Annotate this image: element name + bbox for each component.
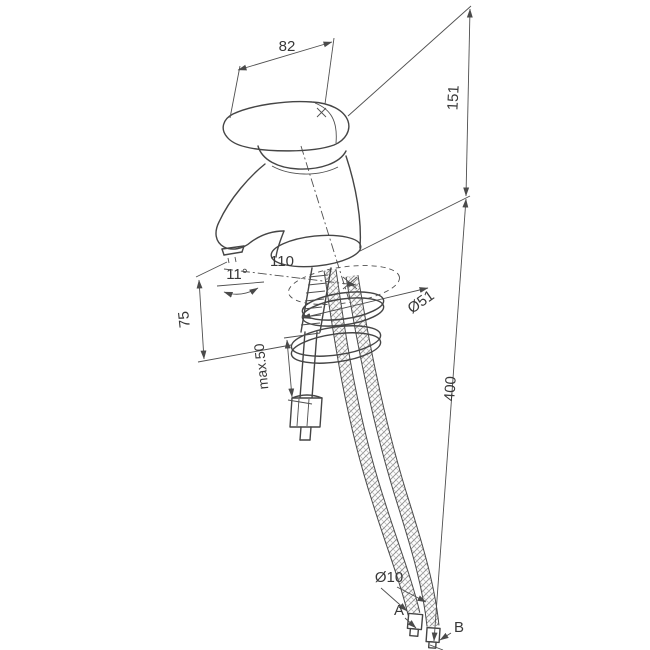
dim-spout-reach-group: 110: [223, 253, 357, 287]
dim-dia10: Ø10: [375, 569, 403, 586]
dim-151: 151: [444, 85, 462, 111]
dim-total-height-group: 151: [347, 5, 473, 253]
dim-spout-angle-group: 11°: [216, 266, 265, 298]
hose-a-braid: [324, 269, 420, 616]
body-centerline: [300, 145, 350, 301]
dim-400: 400: [441, 376, 460, 402]
label-a: A: [394, 602, 404, 619]
dimension-annotations: 82 151 400 75: [175, 5, 473, 650]
mounting-stud: [289, 267, 332, 441]
faucet-body: [215, 145, 362, 264]
dim-max50: max.50: [251, 343, 272, 391]
faucet-figure: [215, 100, 441, 649]
hose-a-end-fitting: [406, 612, 424, 637]
connection-a-group: A: [394, 602, 417, 629]
label-b: B: [454, 619, 464, 636]
dim-11deg: 11°: [226, 266, 248, 283]
dim-110: 110: [270, 253, 294, 270]
dim-hose-diameter-group: Ø10: [375, 569, 427, 612]
dim-spout-height-group: 75: [175, 261, 292, 363]
neck: [257, 145, 347, 170]
base-reference-ellipse: [288, 265, 400, 305]
mounting-nut: [289, 394, 323, 428]
dim-75: 75: [175, 310, 194, 328]
lever-handle: [222, 100, 350, 152]
stud-tip: [299, 426, 312, 441]
dim-hose-length-group: 400: [429, 198, 469, 650]
dim-82: 82: [279, 38, 296, 55]
body-right-edge: [345, 155, 362, 249]
handle-index-mark: [316, 107, 327, 118]
hose-b-end-fitting: [425, 626, 441, 649]
dim-deck-thickness-group: max.50: [251, 332, 321, 405]
dim-dia51: Ø51: [405, 287, 438, 317]
spout-outlet: [221, 245, 245, 264]
hose-b-braid: [346, 275, 439, 627]
connection-b-group: B: [439, 619, 464, 641]
dim-lever-length-group: 82: [229, 37, 335, 119]
spout: [215, 163, 285, 250]
